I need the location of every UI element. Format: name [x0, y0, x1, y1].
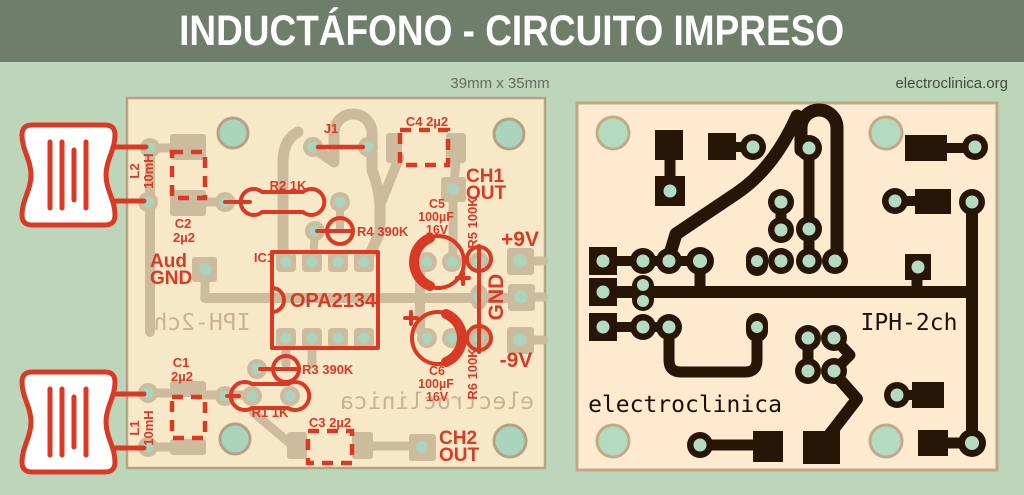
- label-c6-voltage: 16V: [426, 390, 449, 404]
- label-ic1: IC1: [254, 250, 274, 265]
- resistor-r2-symbol: [223, 187, 327, 217]
- label-c5-voltage: 16V: [426, 223, 449, 237]
- label-ch2-out: OUT: [439, 445, 480, 466]
- label-ch1-out: OUT: [466, 183, 507, 204]
- copper-model-text: IPH-2ch: [861, 310, 958, 336]
- mirrored-model-text: IPH-2ch: [154, 310, 251, 336]
- copper-brand-text: electroclinica: [588, 392, 782, 418]
- label-c3: C3 2µ2: [309, 415, 351, 430]
- resistor-r5-symbol: [465, 244, 493, 300]
- copper-text: IPH-2ch electroclinica: [588, 310, 957, 418]
- label-c4: C4 2µ2: [406, 114, 448, 129]
- resistor-r4-symbol: [315, 216, 355, 246]
- label-ch1: CH1: [466, 166, 504, 187]
- label-c1: C1: [173, 355, 190, 370]
- label-l1-value: 10mH: [141, 410, 156, 445]
- capacitor-c3-outline: [305, 428, 355, 466]
- label-r1: R1 1K: [252, 405, 289, 420]
- component-mounting-holes: [216, 116, 528, 459]
- label-l2-value: 10mH: [141, 153, 156, 188]
- capacitor-c5-symbol: [409, 233, 471, 291]
- label-j1: J1: [324, 121, 338, 136]
- label-l1: L1: [127, 420, 142, 435]
- capacitor-c6-symbol: [403, 309, 467, 367]
- copper-side-board: IPH-2ch electroclinica: [575, 101, 999, 472]
- label-c6-value: 100µF: [418, 377, 454, 391]
- label-c2-value: 2µ2: [173, 230, 195, 245]
- label-c6: C6: [429, 364, 445, 378]
- label-minus9v: -9V: [500, 349, 533, 372]
- board-dimensions-label: 39mm x 35mm: [450, 75, 550, 92]
- capacitor-c2-outline: [169, 149, 208, 201]
- website-label: electroclinica.org: [895, 75, 1008, 92]
- resistor-r1-symbol: [225, 380, 312, 412]
- label-c5-value: 100µF: [418, 210, 454, 224]
- label-c2: C2: [175, 216, 192, 231]
- label-ch2: CH2: [439, 428, 477, 449]
- label-opamp: OPA2134: [290, 290, 377, 312]
- mirrored-brand-text: electroclinica: [340, 389, 534, 415]
- label-r2: R2 1K: [270, 178, 307, 193]
- label-r3: R3 390K: [302, 362, 354, 377]
- label-c5: C5: [429, 197, 445, 211]
- ic1-outline: [270, 250, 380, 350]
- label-l2: L2: [127, 163, 142, 178]
- inductor-l2-symbol: [19, 122, 149, 228]
- label-plus9v: +9V: [501, 228, 539, 251]
- label-c1-value: 2µ2: [171, 369, 193, 384]
- label-gnd: GND: [485, 274, 508, 321]
- label-r5: R5 100K: [465, 197, 480, 249]
- component-side-board: IPH-2ch electroclinica: [19, 96, 549, 475]
- label-r6: R6 100K: [465, 348, 480, 400]
- resistor-r3-symbol: [258, 354, 301, 384]
- page-title: INDUCTÁFONO - CIRCUITO IMPRESO: [179, 6, 845, 55]
- title-bar: INDUCTÁFONO - CIRCUITO IMPRESO: [0, 0, 1024, 62]
- inductor-l1-symbol: [19, 369, 147, 475]
- copper-pads: [589, 130, 988, 464]
- component-labels: L2 10mH C2 2µ2 Aud GND R2 1K J1 C4 2µ2 C…: [127, 114, 539, 466]
- copper-mounting-holes: [595, 115, 904, 459]
- label-aud-gnd: GND: [150, 268, 192, 289]
- component-mirrored-text: IPH-2ch electroclinica: [154, 310, 534, 415]
- copper-pad-holes: [596, 140, 982, 452]
- label-r4: R4 390K: [357, 224, 409, 239]
- label-aud: Aud: [150, 251, 187, 272]
- capacitor-c4-outline: [397, 127, 451, 168]
